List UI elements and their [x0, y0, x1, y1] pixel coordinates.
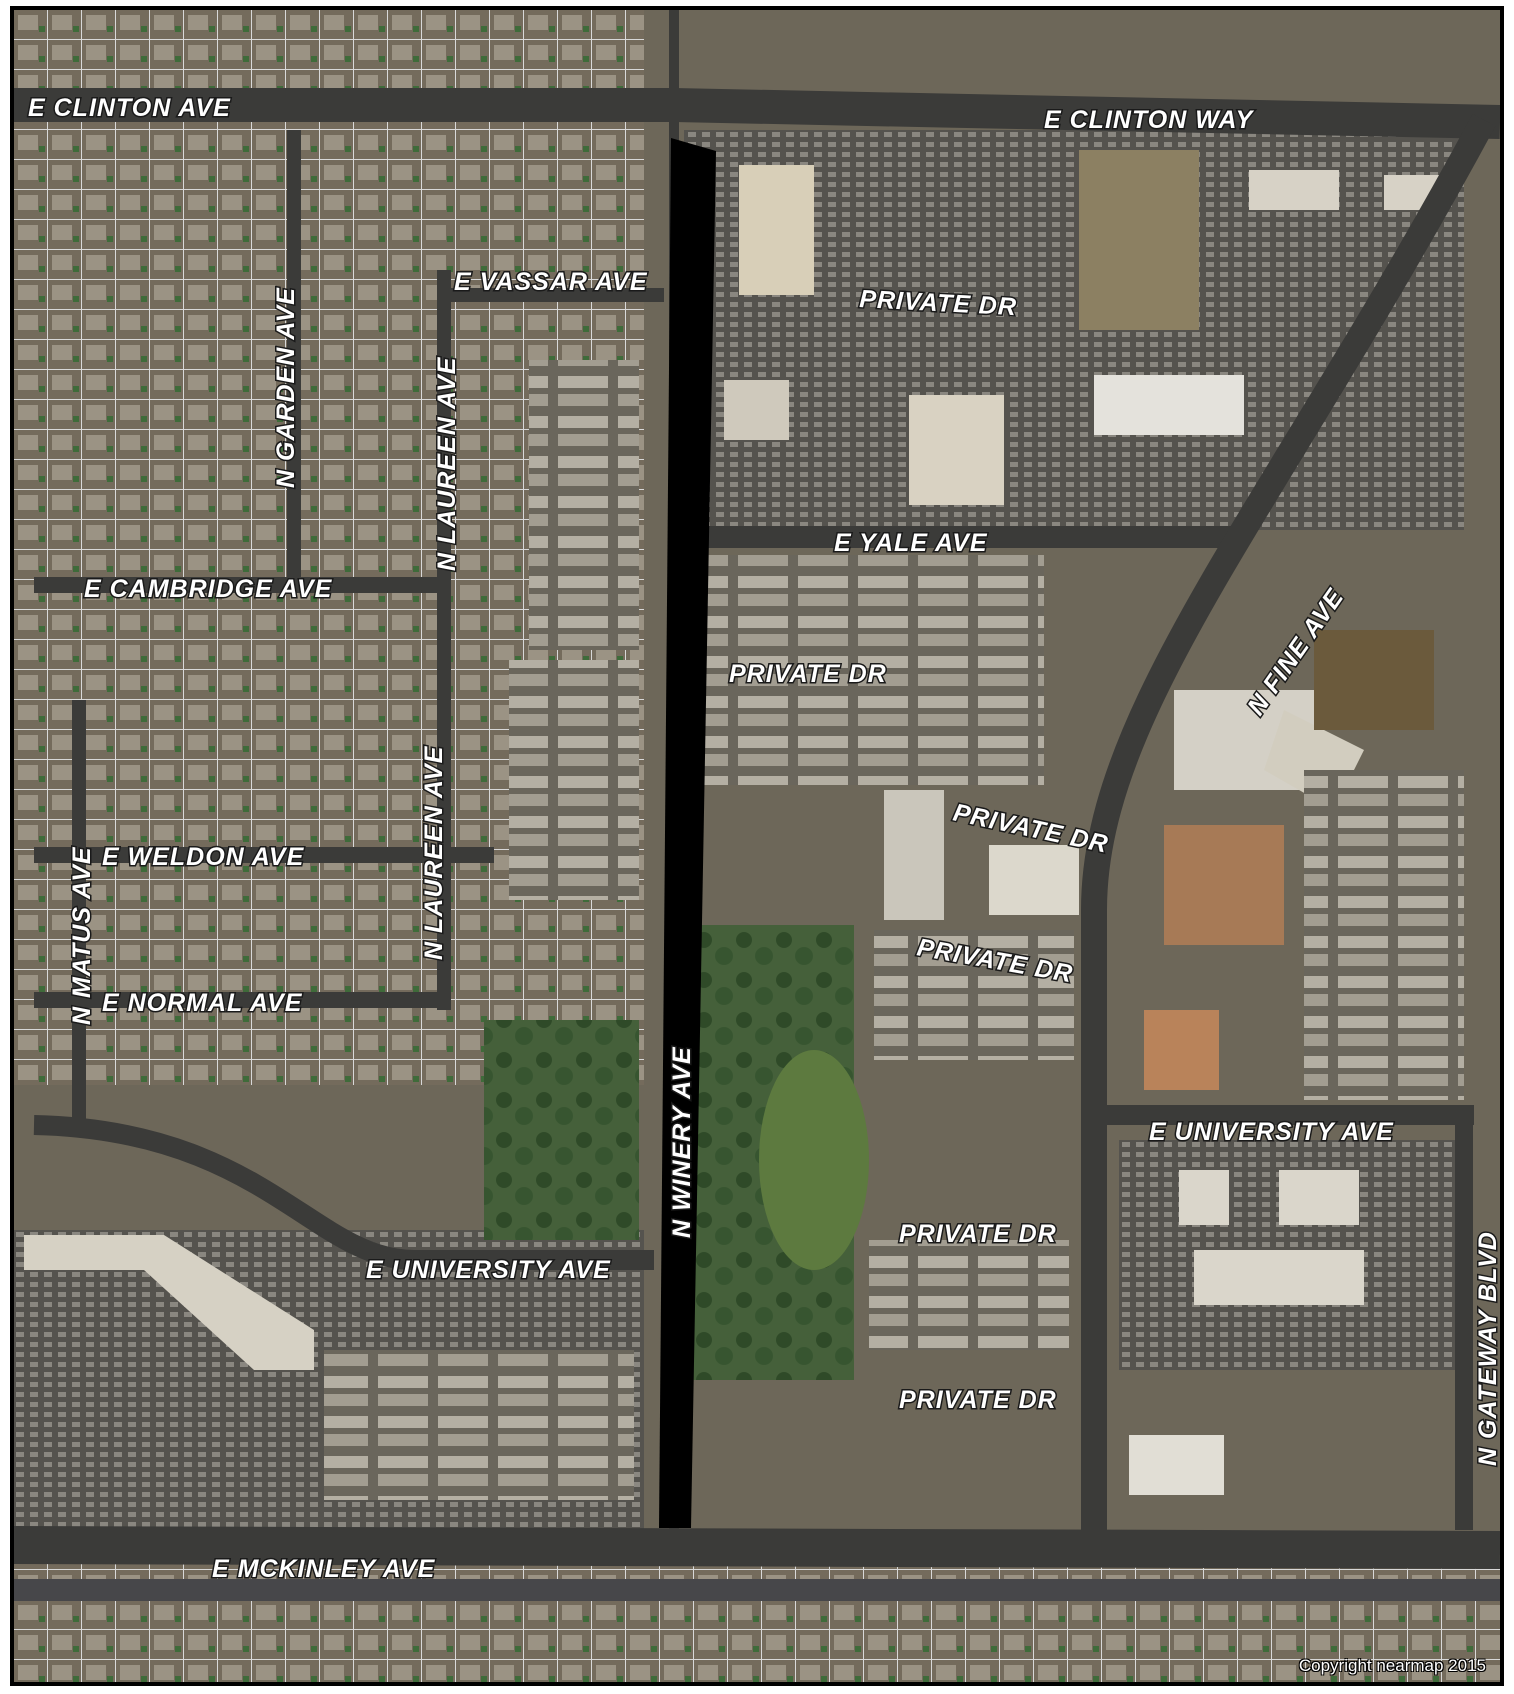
- winery-ave-highlighted-segment: [659, 138, 716, 1528]
- strip-mall-roof: [24, 1235, 314, 1370]
- residential-area-north: [14, 10, 644, 90]
- building-roof: [1249, 170, 1339, 210]
- building-roof: [989, 845, 1079, 915]
- road-e-university-west: [33, 1115, 654, 1270]
- label-e-vassar-ave: E VASSAR AVE: [454, 268, 648, 296]
- label-private-dr: PRIVATE DR: [729, 660, 887, 688]
- copyright-notice: Copyright nearmap 2015: [1298, 1656, 1486, 1675]
- green-space: [484, 1020, 639, 1240]
- vacant-lot: [1314, 630, 1434, 730]
- townhome-complex: [874, 930, 1074, 1060]
- park-lawn: [759, 1050, 869, 1270]
- building-roof: [1094, 375, 1244, 435]
- label-e-yale-ave: E YALE AVE: [834, 529, 988, 557]
- label-e-university-ave: E UNIVERSITY AVE: [1149, 1118, 1394, 1146]
- residential-area-south: [14, 1555, 1500, 1682]
- building-roof: [1129, 1435, 1224, 1495]
- label-n-garden-ave: N GARDEN AVE: [272, 287, 300, 488]
- road-e-mckinley: [14, 1526, 1500, 1569]
- aerial-map: E CLINTON AVE E CLINTON WAY E VASSAR AVE…: [10, 6, 1504, 1686]
- building-roof: [1164, 825, 1284, 945]
- label-e-clinton-way: E CLINTON WAY: [1044, 106, 1255, 134]
- apartment-complex: [529, 360, 639, 650]
- building-roof: [1279, 1170, 1359, 1225]
- label-n-matus-ave: N MATUS AVE: [68, 846, 96, 1025]
- map-canvas: E CLINTON AVE E CLINTON WAY E VASSAR AVE…: [14, 10, 1500, 1682]
- townhome-complex: [869, 1240, 1069, 1350]
- building-roof: [739, 165, 814, 295]
- townhome-complex: [684, 555, 1044, 785]
- building-roof: [909, 395, 1004, 505]
- label-n-gateway-blvd: N GATEWAY BLVD: [1474, 1231, 1500, 1466]
- label-e-mckinley-ave: E MCKINLEY AVE: [212, 1555, 436, 1583]
- building-roof: [724, 380, 789, 440]
- label-n-winery-ave: N WINERY AVE: [668, 1046, 696, 1238]
- road-e-clinton: [14, 88, 1500, 139]
- label-private-dr: PRIVATE DR: [899, 1220, 1057, 1248]
- label-e-university-ave: E UNIVERSITY AVE: [366, 1256, 611, 1284]
- building-roof: [1144, 1010, 1219, 1090]
- vacant-lot: [1079, 150, 1199, 330]
- building-roof: [1194, 1250, 1364, 1305]
- building-roof: [884, 790, 944, 920]
- road-n-fine: [1081, 113, 1496, 1530]
- label-e-cambridge-ave: E CAMBRIDGE AVE: [84, 575, 333, 603]
- label-n-laureen-ave: N LAUREEN AVE: [420, 745, 448, 960]
- apartment-complex: [1304, 770, 1464, 1100]
- building-roof: [1179, 1170, 1229, 1225]
- label-e-normal-ave: E NORMAL AVE: [102, 989, 303, 1017]
- label-private-dr: PRIVATE DR: [899, 1386, 1057, 1414]
- label-e-weldon-ave: E WELDON AVE: [102, 843, 305, 871]
- label-e-clinton-ave: E CLINTON AVE: [28, 94, 231, 122]
- apartment-complex: [324, 1350, 634, 1500]
- apartment-complex: [509, 660, 639, 900]
- label-n-laureen-ave: N LAUREEN AVE: [433, 356, 461, 571]
